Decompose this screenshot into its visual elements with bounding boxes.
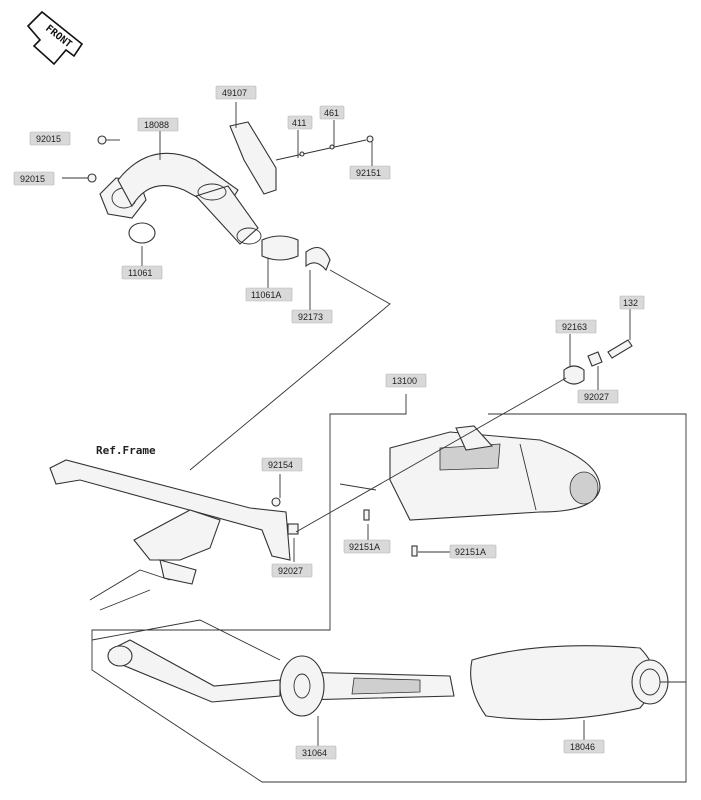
part-label-18046[interactable]: 18046 [563,739,605,754]
svg-text:132: 132 [623,298,638,308]
svg-text:49107: 49107 [222,88,247,98]
svg-text:92151A: 92151A [349,542,380,552]
svg-text:92151A: 92151A [455,547,486,557]
part-label-92151A-b[interactable]: 92151A [449,544,497,559]
svg-text:11061: 11061 [128,268,152,278]
svg-text:11061A: 11061A [251,290,281,300]
silencer-pipe [279,655,455,717]
part-label-11061A[interactable]: 11061A [245,287,293,302]
muffler-assembly [389,425,601,521]
muffler-outer-tube [470,645,686,721]
part-label-92151[interactable]: 92151 [349,165,391,180]
part-label-49107[interactable]: 49107 [215,85,257,100]
part-label-92015[interactable]: 92015 [29,131,71,146]
svg-text:92015: 92015 [36,134,61,144]
svg-text:92154: 92154 [268,460,293,470]
joint-sleeve [261,235,299,261]
bolt-icon [411,545,418,557]
part-label-92015-b[interactable]: 92015 [13,171,55,186]
svg-text:92027: 92027 [584,392,609,402]
bolt-132 [607,339,633,359]
svg-text:411: 411 [292,118,306,128]
svg-text:461: 461 [324,108,339,118]
part-label-18088[interactable]: 18088 [137,117,179,132]
svg-text:92163: 92163 [562,322,587,332]
svg-text:92015: 92015 [20,174,45,184]
bolt-icon [366,135,374,143]
clamp [305,246,331,272]
heat-guard-bracket [229,121,277,195]
part-label-11061[interactable]: 11061 [121,265,163,280]
part-label-92173[interactable]: 92173 [291,309,333,324]
exhaust-header-pipe [99,152,262,245]
part-label-411[interactable]: 411 [287,115,313,130]
svg-text:13100: 13100 [392,376,417,386]
gasket-ring [128,222,156,244]
svg-text:18088: 18088 [144,120,169,130]
mid-pipe [91,619,281,703]
washer-92027 [587,351,603,367]
part-label-132[interactable]: 132 [619,295,645,310]
bolt-icon [271,497,281,507]
svg-text:92027: 92027 [278,566,303,576]
nut-icon [97,135,107,145]
part-label-31064[interactable]: 31064 [295,745,337,760]
nut-icon [87,173,97,183]
bolt-icon [363,509,370,521]
part-label-92163[interactable]: 92163 [555,319,597,334]
svg-text:92173: 92173 [298,312,323,322]
svg-text:18046: 18046 [570,742,595,752]
part-label-92027[interactable]: 92027 [577,389,619,404]
frame-reference [49,459,291,611]
part-label-92154[interactable]: 92154 [261,457,303,472]
part-label-92027-b[interactable]: 92027 [271,563,313,578]
part-label-13100[interactable]: 13100 [385,373,427,388]
svg-text:31064: 31064 [302,748,327,758]
collar-92163 [563,365,585,385]
part-label-92151A[interactable]: 92151A [343,539,391,554]
part-label-461[interactable]: 461 [319,105,345,120]
frame-label: Ref.Frame [96,444,156,457]
svg-text:92151: 92151 [356,168,381,178]
washer-icon [287,523,299,535]
front-arrow-icon: FRONT [26,10,84,66]
